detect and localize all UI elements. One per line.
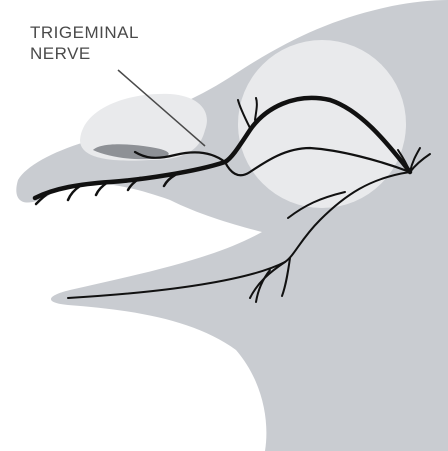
- trigeminal-nerve-label: TRIGEMINAL NERVE: [30, 22, 139, 64]
- label-line-2: NERVE: [30, 43, 139, 64]
- eye-region: [238, 40, 406, 208]
- label-line-1: TRIGEMINAL: [30, 22, 139, 43]
